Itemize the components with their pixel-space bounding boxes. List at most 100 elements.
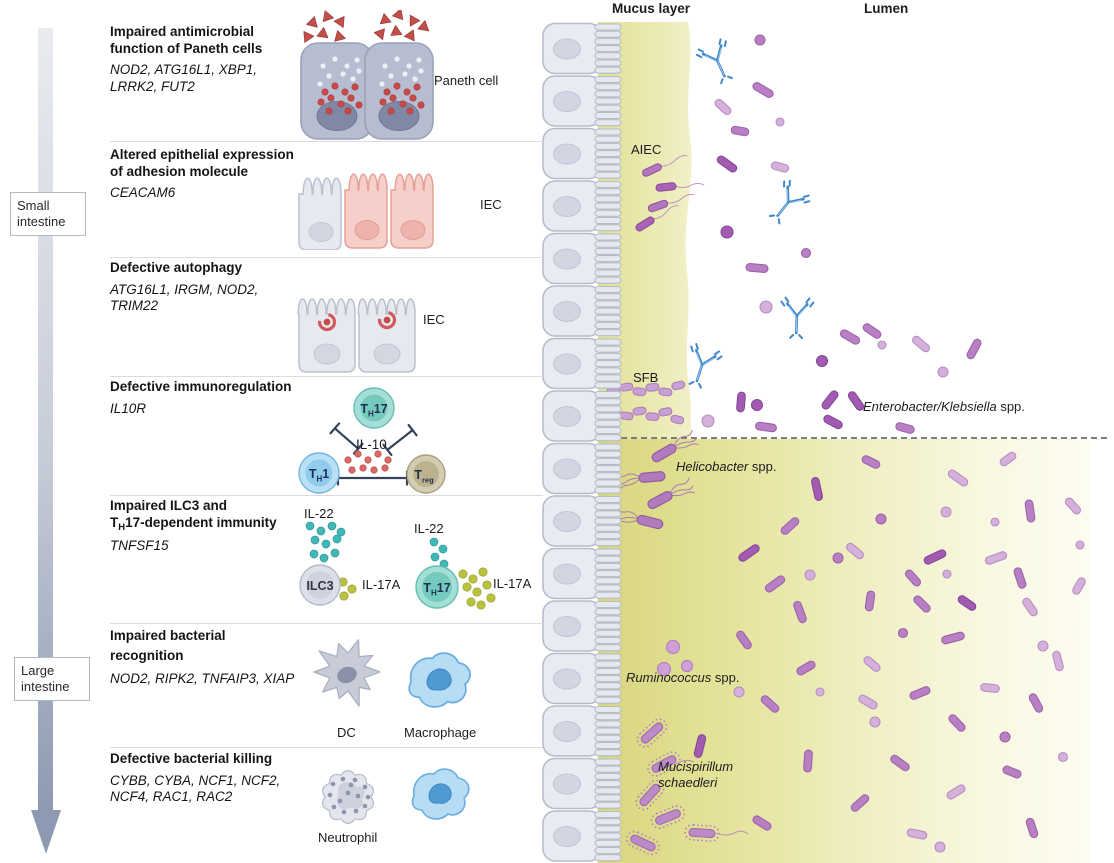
- antibody-icon: [760, 177, 814, 231]
- bacterium-rod-icon: [911, 335, 931, 353]
- bacterium-rod-icon: [764, 575, 786, 593]
- iec-adhesion-illustration: [298, 173, 434, 250]
- bacterium-rod-icon: [796, 660, 816, 676]
- bacterium-rod-icon: [895, 422, 915, 434]
- bacterium-rod-icon: [999, 451, 1017, 467]
- neutrophil-label: Neutrophil: [318, 830, 378, 845]
- th1-cell-icon: TH1: [298, 452, 340, 494]
- helicobacter-label: Helicobacter spp.: [676, 459, 777, 474]
- bacterium-coccus-icon: [937, 366, 949, 378]
- section-paneth: Impaired antimicrobial function of Panet…: [110, 24, 310, 95]
- section-immunoregulation: Defective immunoregulation IL10R: [110, 379, 310, 417]
- aiec-label: AIEC: [631, 142, 662, 157]
- bacterium-rod-icon: [1025, 817, 1039, 839]
- il17a-label: IL-17A: [493, 576, 532, 591]
- bacterium-coccus-icon: [897, 627, 909, 639]
- section-divider: [110, 141, 543, 142]
- svg-text:Treg: Treg: [414, 468, 434, 485]
- section-genes: CYBB, CYBA, NCF1, NCF2, NCF4, RAC1, RAC2: [110, 772, 281, 805]
- small-intestine-box: Small intestine: [10, 192, 86, 236]
- th17-cell-icon: TH17: [353, 387, 395, 429]
- bacterium-rod-icon: [847, 391, 865, 411]
- bacterium-rod-icon: [1052, 650, 1064, 672]
- inhibition-lines: [329, 422, 418, 486]
- th17-cell-icon: TH17: [415, 565, 459, 609]
- section-adhesion: Altered epithelial expression of adhesio…: [110, 147, 310, 202]
- bacterium-rod-icon: [923, 549, 947, 565]
- bacterium-coccus-icon: [869, 716, 881, 728]
- bacterium-rod-icon: [823, 414, 843, 430]
- bacterium-coccus-icon: [750, 398, 764, 412]
- iec-label: IEC: [423, 312, 445, 327]
- bacterium-coccus-icon: [759, 300, 773, 314]
- section-title: Impaired bacterial recognition: [110, 628, 226, 663]
- paneth-cell-illustration: [298, 10, 434, 140]
- bacterium-coccus-icon: [804, 569, 816, 581]
- bacterium-rod-icon: [693, 734, 707, 758]
- section-recognition: Impaired bacterial recognition NOD2, RIP…: [110, 626, 294, 688]
- bacterium-coccus-icon: [877, 340, 887, 350]
- bacterium-rod-icon: [839, 329, 861, 345]
- bacterium-rod-icon: [913, 595, 931, 613]
- bacterium-rod-icon: [850, 794, 870, 812]
- bacterium-rod-icon: [736, 391, 746, 413]
- bacterium-rod-icon: [1064, 497, 1082, 515]
- ruminococcus-bacteria-icon: [656, 639, 694, 677]
- small-intestine-label: Small intestine: [17, 198, 66, 229]
- svg-text:TH17: TH17: [423, 581, 450, 598]
- bacterium-rod-icon: [858, 694, 878, 710]
- macrophage-icon: [411, 768, 470, 820]
- il10-label: IL-10: [356, 437, 387, 452]
- bacterium-rod-icon: [1028, 693, 1044, 713]
- bacterium-rod-icon: [980, 683, 1000, 693]
- bacterium-rod-icon: [957, 595, 977, 611]
- section-autophagy: Defective autophagy ATG16L1, IRGM, NOD2,…: [110, 260, 310, 315]
- bacterium-rod-icon: [904, 569, 922, 587]
- section-genes: IL10R: [110, 400, 147, 416]
- bacterium-rod-icon: [1024, 499, 1036, 523]
- bacterium-coccus-icon: [1057, 751, 1069, 763]
- section-divider: [110, 376, 543, 377]
- bacterium-rod-icon: [966, 338, 982, 360]
- bacterium-coccus-icon: [815, 687, 825, 697]
- bacterium-rod-icon: [803, 749, 813, 773]
- large-intestine-box: Large intestine: [14, 657, 90, 701]
- bacterium-rod-icon: [745, 263, 769, 273]
- bacterium-coccus-icon: [940, 506, 952, 518]
- dc-macrophage-illustration: [313, 639, 471, 708]
- bacterium-coccus-icon: [1075, 540, 1085, 550]
- section-divider: [110, 257, 543, 258]
- antibody-icon: [778, 296, 815, 340]
- bacterium-rod-icon: [941, 631, 965, 645]
- il22-label: IL-22: [414, 521, 444, 536]
- arrow-head-icon: [31, 810, 61, 854]
- section-killing: Defective bacterial killing CYBB, CYBA, …: [110, 751, 310, 806]
- bacterium-rod-icon: [947, 469, 969, 487]
- bacterium-rod-icon: [1013, 567, 1027, 589]
- bacterium-coccus-icon: [815, 354, 829, 368]
- bacterium-coccus-icon: [754, 34, 766, 46]
- bacterium-rod-icon: [716, 155, 738, 173]
- ilc3-cell-icon: ILC3: [299, 564, 341, 606]
- dendritic-cell-icon: [313, 639, 381, 707]
- bacterium-rod-icon: [752, 815, 772, 831]
- iec-autophagy-illustration: [297, 298, 416, 373]
- section-title: Defective autophagy: [110, 260, 243, 275]
- bacterium-coccus-icon: [942, 569, 952, 579]
- bacterium-rod-icon: [760, 695, 780, 713]
- mucus-layer-header: Mucus layer: [612, 1, 691, 16]
- bacterium-rod-icon: [906, 828, 928, 840]
- enterobacter-klebsiella-label: Enterobacter/Klebsiella spp.: [863, 399, 1025, 414]
- bacterium-rod-icon: [738, 544, 760, 562]
- bacterium-rod-icon: [811, 477, 823, 501]
- neutrophil-illustration: [321, 768, 470, 825]
- section-divider: [110, 623, 543, 624]
- section-divider: [110, 747, 543, 748]
- bacterium-rod-icon: [1002, 765, 1022, 779]
- bacterium-coccus-icon: [775, 117, 785, 127]
- small-large-intestine-divider: [621, 437, 1110, 439]
- secreted-granule-icons: [298, 10, 431, 43]
